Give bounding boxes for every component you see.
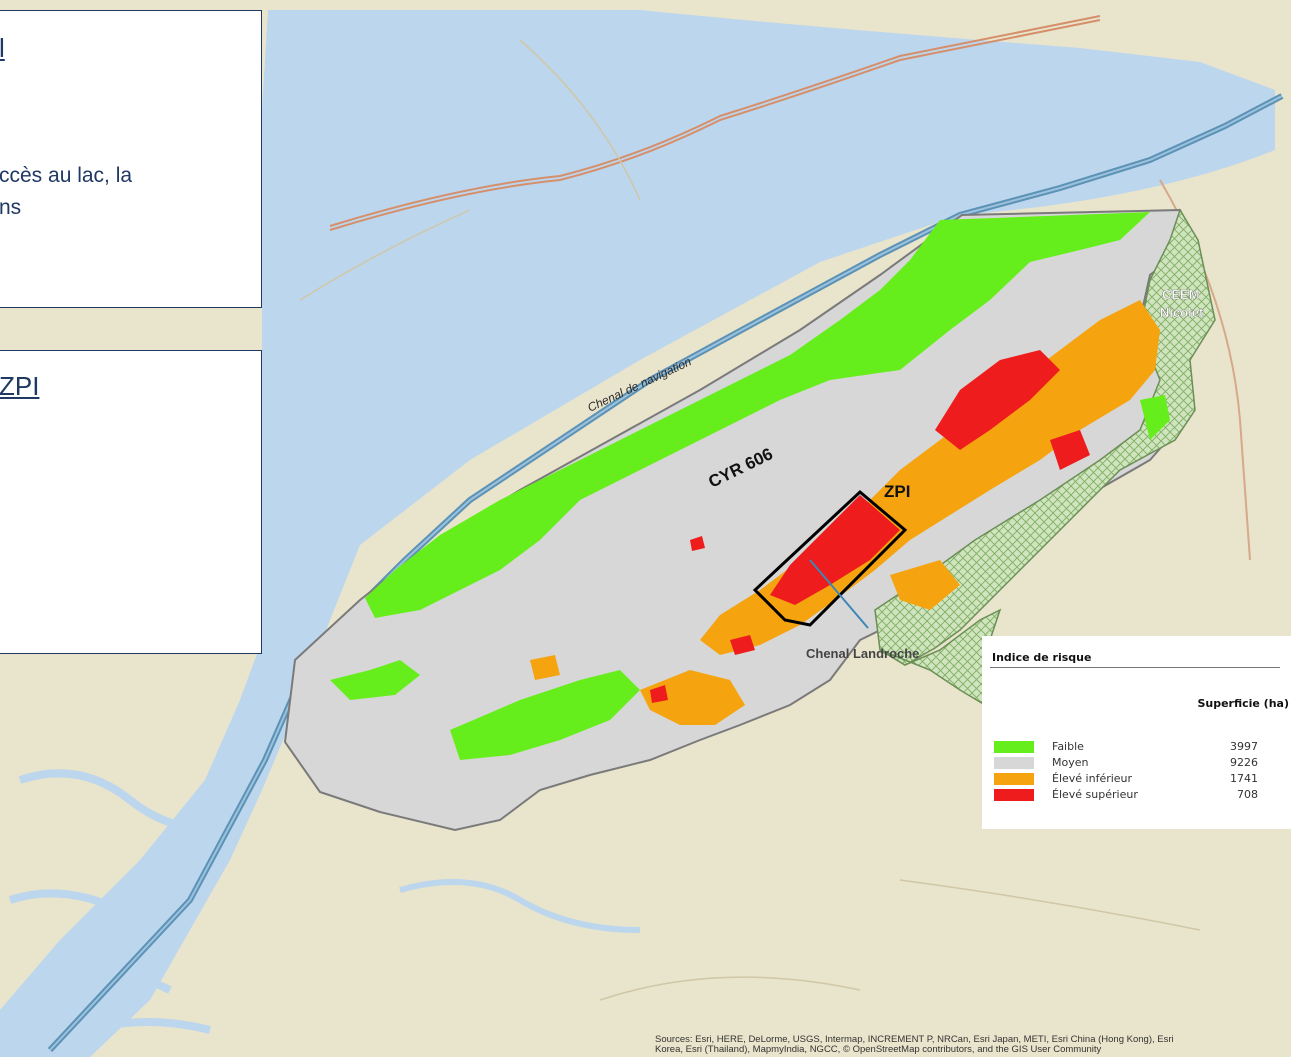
panel-top-line-2: ns: [0, 196, 22, 219]
legend-row-moyen: Moyen 9226: [994, 756, 1282, 770]
zpi-polygon[interactable]: [752, 489, 908, 627]
legend-row-eleve-inferieur: Élevé inférieur 1741: [994, 772, 1282, 786]
swatch-eleve-inferieur: [994, 773, 1034, 785]
swatch-moyen: [994, 757, 1034, 769]
chenal-landroche-line: [809, 559, 869, 629]
legend-label: Moyen: [1052, 756, 1089, 769]
swatch-faible: [994, 741, 1034, 753]
legend-label: Élevé inférieur: [1052, 772, 1133, 785]
legend-row-eleve-superieur: Élevé supérieur 708: [994, 788, 1282, 802]
nicolet-label: Nicolet: [1160, 305, 1204, 320]
legend-label: Faible: [1052, 740, 1084, 753]
legend-value: 9226: [1230, 756, 1258, 769]
risk-legend: Indice de risque Superficie (ha) Faible …: [982, 636, 1291, 829]
legend-value: 3997: [1230, 740, 1258, 753]
panel-top-line-1: ccès au lac, la: [0, 164, 133, 187]
risk-faible-zones: [330, 212, 1170, 760]
legend-row-faible: Faible 3997: [994, 740, 1282, 754]
panel-bottom-heading: ZPI: [0, 371, 40, 401]
legend-value: 708: [1237, 788, 1258, 801]
attribution-line-2: Korea, Esri (Thailand), MapmyIndia, NGCC…: [655, 1044, 1102, 1055]
attribution-line-1: Sources: Esri, HERE, DeLorme, USGS, Inte…: [655, 1035, 1174, 1045]
swatch-eleve-superieur: [994, 789, 1034, 801]
river-channels: [8, 769, 232, 1044]
river-channel-south: [399, 879, 641, 933]
legend-area-header: Superficie (ha): [1197, 697, 1289, 710]
legend-divider: [990, 667, 1280, 668]
legend-label: Élevé supérieur: [1052, 788, 1138, 801]
info-panel-bottom: ZPI: [0, 350, 262, 654]
lake-water: [0, 10, 1275, 1057]
ceem-label: CEEM: [1162, 287, 1200, 302]
zpi-label: ZPI: [884, 482, 910, 501]
info-panel-top: l ccès au lac, la ns: [0, 10, 262, 308]
panel-top-heading: l: [0, 33, 5, 63]
risk-eleve-superieur-zones: [650, 350, 1090, 703]
map-attribution: Sources: Esri, HERE, DeLorme, USGS, Inte…: [655, 1035, 1291, 1055]
legend-title: Indice de risque: [992, 651, 1092, 664]
chenal-landroche-label: Chenal Landroche: [806, 646, 919, 661]
legend-value: 1741: [1230, 772, 1258, 785]
navigation-channel-inner: [49, 95, 1283, 1051]
